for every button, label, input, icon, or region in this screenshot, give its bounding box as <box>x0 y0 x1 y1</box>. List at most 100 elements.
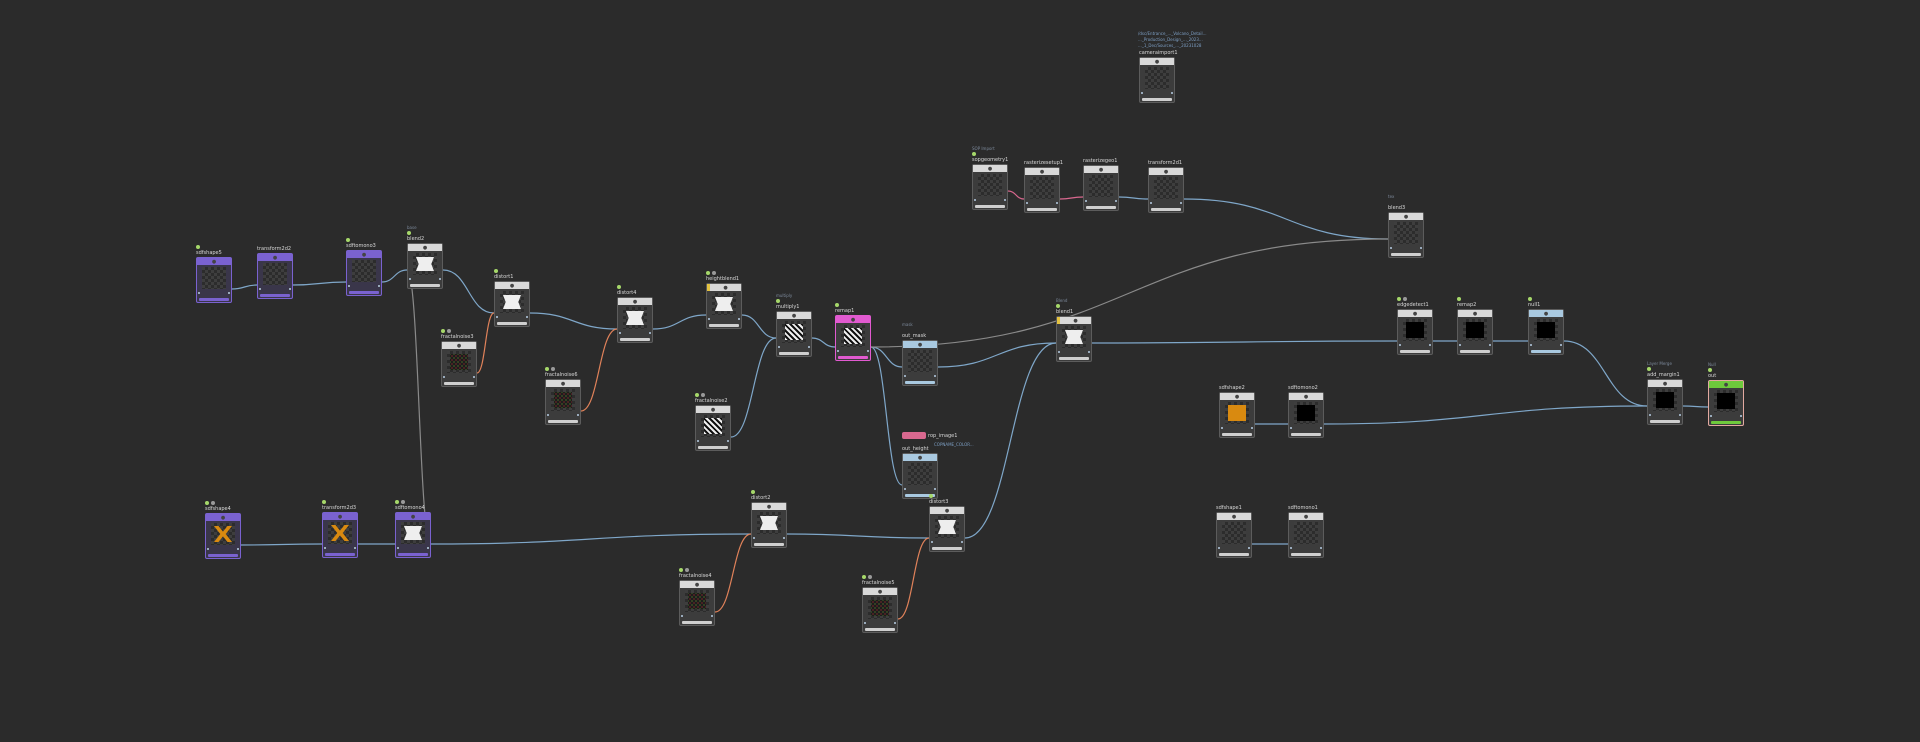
bypass-flag-icon[interactable] <box>701 393 705 397</box>
input-port[interactable] <box>753 537 755 539</box>
wire-sdfshape5-to-transform2d2[interactable] <box>231 284 258 290</box>
node-name[interactable]: transform2d2 <box>257 246 292 252</box>
input-port[interactable] <box>1141 92 1143 94</box>
display-flag-icon[interactable] <box>929 494 933 498</box>
output-port[interactable] <box>783 537 785 539</box>
output-port[interactable] <box>934 375 936 377</box>
output-port[interactable] <box>961 541 963 543</box>
node-body[interactable]: ● <box>545 379 581 425</box>
output-port[interactable] <box>1248 547 1250 549</box>
output-port[interactable] <box>1115 200 1117 202</box>
node-name[interactable]: sdfshape1 <box>1216 505 1242 511</box>
node-header[interactable]: ● <box>1398 310 1432 317</box>
bypass-flag-icon[interactable] <box>551 367 555 371</box>
wire-sdftomono2-to-add_margin1[interactable] <box>1323 405 1648 425</box>
bypass-flag-icon[interactable] <box>1403 297 1407 301</box>
node-body[interactable]: ● <box>1528 309 1564 355</box>
input-port[interactable] <box>1459 344 1461 346</box>
wire-distort3-to-blend1[interactable] <box>964 342 1057 539</box>
node-body[interactable]: ● <box>902 340 938 386</box>
node-header[interactable]: ● <box>323 513 357 520</box>
input-port[interactable] <box>496 316 498 318</box>
node-name[interactable]: add_margin1 <box>1647 372 1680 378</box>
node-distort1[interactable]: distort1● <box>494 268 530 327</box>
node-header[interactable]: ● <box>973 165 1007 172</box>
wire-distort1-to-distort4[interactable] <box>529 312 618 330</box>
node-header[interactable]: ● <box>903 341 937 348</box>
output-port[interactable] <box>1679 414 1681 416</box>
wire-rasterizesetup1-to-rasterizegeo1[interactable] <box>1059 196 1084 200</box>
node-fractalnoise5[interactable]: fractalnoise5● <box>862 574 898 633</box>
node-header[interactable]: ● <box>546 380 580 387</box>
node-sdfshape5[interactable]: sdfshape5● <box>196 244 232 303</box>
node-name[interactable]: out <box>1708 373 1717 379</box>
node-header[interactable]: ● <box>1025 168 1059 175</box>
node-rasterizegeo1[interactable]: rasterizegeo1● <box>1083 152 1119 211</box>
input-port[interactable] <box>1058 351 1060 353</box>
node-name[interactable]: null1 <box>1528 302 1541 308</box>
node-body[interactable]: ● <box>1024 167 1060 213</box>
node-header[interactable]: ● <box>863 588 897 595</box>
display-flag-icon[interactable] <box>751 490 755 494</box>
output-port[interactable] <box>577 414 579 416</box>
output-port[interactable] <box>1088 351 1090 353</box>
node-edgedetect1[interactable]: edgedetect1 ● <box>1397 296 1433 355</box>
wire-sdfshape4-to-transform2d3[interactable] <box>240 543 323 546</box>
output-port[interactable] <box>1171 92 1173 94</box>
wire-heightblend1-to-multiply1[interactable] <box>741 314 777 339</box>
input-port[interactable] <box>778 346 780 348</box>
output-port[interactable] <box>427 547 429 549</box>
input-port[interactable] <box>1530 344 1532 346</box>
node-header[interactable]: ● <box>903 454 937 461</box>
wire-blend2-to-distort1[interactable] <box>442 269 495 314</box>
node-body[interactable]: ● <box>1083 165 1119 211</box>
node-name[interactable]: edgedetect1 <box>1397 302 1429 308</box>
output-port[interactable] <box>1420 247 1422 249</box>
node-distort3[interactable]: distort3● <box>929 493 965 552</box>
input-port[interactable] <box>1290 427 1292 429</box>
output-port[interactable] <box>473 376 475 378</box>
input-port[interactable] <box>1399 344 1401 346</box>
node-header[interactable]: ● <box>258 254 292 261</box>
node-header[interactable]: ● <box>1648 380 1682 387</box>
node-fractalnoise4[interactable]: fractalnoise4● <box>679 567 715 626</box>
node-name[interactable]: sopgeometry1 <box>972 157 1009 163</box>
wire-fractalnoise2-to-multiply1[interactable] <box>730 337 777 438</box>
node-body[interactable]: ● <box>706 283 742 329</box>
node-body[interactable]: ● <box>441 341 477 387</box>
output-port[interactable] <box>1180 202 1182 204</box>
input-port[interactable] <box>619 332 621 334</box>
wire-distort4-to-heightblend1[interactable] <box>652 314 707 330</box>
wire-transform2d1-to-blend3[interactable] <box>1183 198 1389 240</box>
node-header[interactable]: ● <box>618 298 652 305</box>
node-name[interactable]: distort2 <box>751 495 771 501</box>
node-sdftomono3[interactable]: sdftomono3● <box>346 237 382 296</box>
input-port[interactable] <box>348 285 350 287</box>
output-port[interactable] <box>1056 202 1058 204</box>
input-port[interactable] <box>974 199 976 201</box>
node-remap2[interactable]: remap2● <box>1457 296 1493 355</box>
node-remap1[interactable]: remap1● <box>835 302 871 361</box>
input-port[interactable] <box>1150 202 1152 204</box>
bypass-flag-icon[interactable] <box>685 568 689 572</box>
input-port[interactable] <box>547 414 549 416</box>
output-port[interactable] <box>727 440 729 442</box>
node-cameraimport1[interactable]: cameraimport1● <box>1139 44 1178 103</box>
input-port[interactable] <box>1218 547 1220 549</box>
display-flag-icon[interactable] <box>862 575 866 579</box>
node-header[interactable]: ● <box>1389 213 1423 220</box>
node-body[interactable]: ● <box>346 250 382 296</box>
node-header[interactable]: ● <box>408 244 442 251</box>
node-body[interactable]: ● <box>902 453 938 499</box>
display-flag-icon[interactable] <box>545 367 549 371</box>
node-header[interactable]: ● <box>1140 58 1174 65</box>
input-port[interactable] <box>1710 415 1712 417</box>
input-port[interactable] <box>681 615 683 617</box>
output-port[interactable] <box>808 346 810 348</box>
bypass-flag-icon[interactable] <box>712 271 716 275</box>
node-name[interactable]: rasterizegeo1 <box>1083 158 1118 164</box>
node-body[interactable]: ● <box>776 311 812 357</box>
